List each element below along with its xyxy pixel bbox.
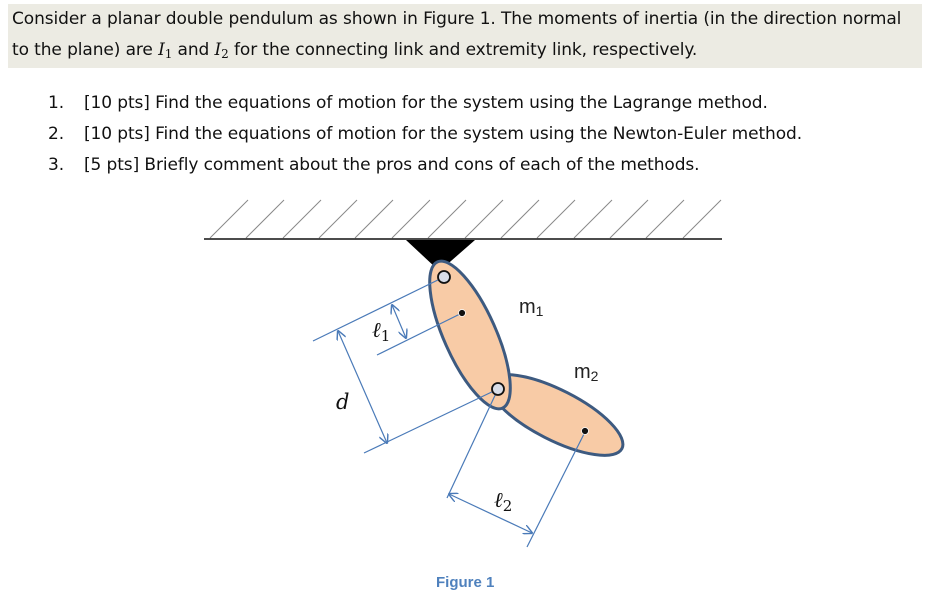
center-of-mass-1 — [458, 309, 466, 317]
task-list: 1.[10 pts] Find the equations of motion … — [48, 88, 802, 181]
connecting-link-1 — [428, 259, 512, 411]
task-item: 1.[10 pts] Find the equations of motion … — [48, 93, 768, 113]
l2-dimension — [449, 494, 532, 533]
length-l1-label: ℓ1 — [372, 318, 391, 345]
intro-and: and — [172, 40, 215, 60]
l1-dimension — [392, 305, 406, 338]
length-l2-label: ℓ2 — [494, 488, 513, 515]
inertia-symbol-1: I1 — [158, 40, 173, 61]
ceiling-hatch — [209, 199, 722, 239]
figure-caption: Figure 1 — [436, 574, 495, 591]
mass-1-label: m1 — [519, 296, 544, 319]
pivot-joint — [437, 270, 451, 284]
middle-joint — [491, 382, 505, 396]
problem-statement: Consider a planar double pendulum as sho… — [8, 4, 922, 68]
center-of-mass-2 — [581, 427, 589, 435]
d-dimension — [338, 331, 387, 443]
task-item: 3.[5 pts] Briefly comment about the pros… — [48, 155, 700, 175]
intro-text-2: for the connecting link and extremity li… — [228, 40, 698, 60]
mass-2-label: m2 — [574, 361, 599, 384]
intro-text-1: Consider a planar double pendulum as sho… — [12, 9, 902, 60]
task-item: 2.[10 pts] Find the equations of motion … — [48, 124, 803, 144]
pivot-support — [406, 240, 475, 268]
inertia-symbol-2: I2 — [214, 40, 229, 61]
distance-d-label: d — [336, 390, 350, 414]
